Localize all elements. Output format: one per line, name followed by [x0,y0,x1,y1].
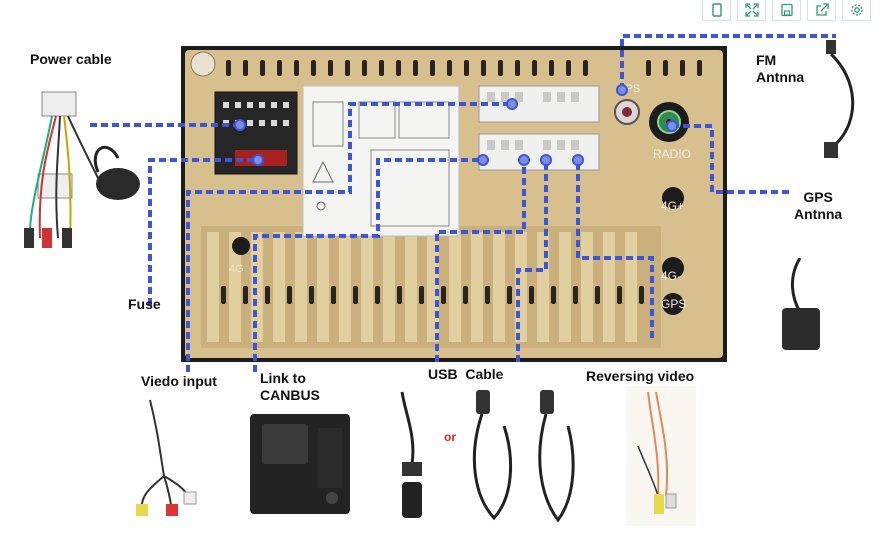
reversing-video-line [576,160,654,338]
canbus-label: Link to CANBUS [260,370,320,403]
usb-cable-image-2 [472,390,512,521]
canbus-box-image [250,414,350,514]
or-label: or [444,430,456,444]
reversing-video-label: Reversing video [586,368,695,384]
power-cable-label: Power cable [30,51,112,67]
video-input-image [136,399,197,516]
usb-line-1 [435,160,526,362]
usb-line-2 [516,160,548,362]
usb-cable-image-3 [538,390,575,523]
settings-icon[interactable] [842,0,871,21]
radio-port-label: RADIO [653,147,691,161]
toolbar [702,0,871,21]
left-4g-label: 4G [229,263,244,275]
gps-antenna-line [672,124,790,194]
power-cable-image [24,91,140,248]
fm-antenna-image [824,40,855,158]
fm-antenna-line [620,34,836,90]
phone-view-icon[interactable] [702,0,731,21]
usb-cable-label: USB Cable [428,366,504,382]
head-unit-back-panel: GPS RADIO 4G+ 4G- GPS 4G [181,46,727,362]
gps-antenna-label: GPS Antnna [794,189,843,222]
g4-plus-label: 4G+ [661,199,684,213]
usb-cable-image-1 [400,391,422,518]
expand-icon[interactable] [737,0,766,21]
gps-antenna-image [782,258,820,350]
video-input-line [186,102,512,372]
save-icon[interactable] [772,0,801,21]
g4-minus-label: 4G- [661,269,681,283]
share-icon[interactable] [807,0,836,21]
gps-bottom-label: GPS [661,297,686,311]
fm-antenna-label: FM Antnna [756,52,805,85]
reversing-video-image [626,386,696,526]
fuse-label: Fuse [128,296,161,312]
canbus-line [253,158,483,372]
video-input-label: Viedo input [141,373,217,389]
fuse-line [148,158,258,305]
